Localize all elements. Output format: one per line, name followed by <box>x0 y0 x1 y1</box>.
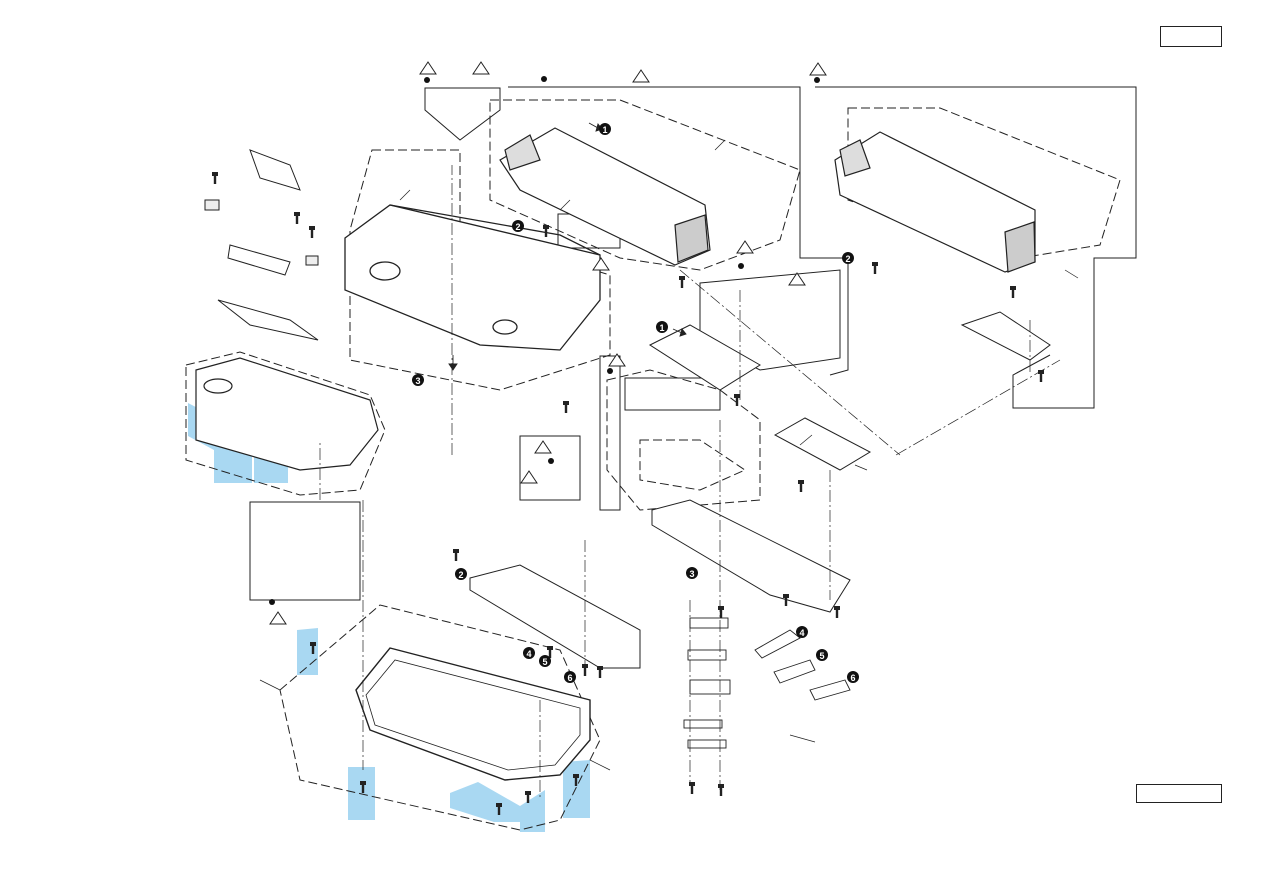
svg-text:2: 2 <box>515 222 520 232</box>
svg-text:5: 5 <box>542 657 547 667</box>
svg-text:3: 3 <box>415 376 420 386</box>
callout-6a: 6 <box>564 671 576 683</box>
svg-text:6: 6 <box>850 673 855 683</box>
svg-text:5: 5 <box>819 651 824 661</box>
bottom-cover <box>356 648 590 780</box>
callout-1a: 1 <box>599 123 611 135</box>
callout-4b: 4 <box>796 626 808 638</box>
svg-text:6: 6 <box>567 673 572 683</box>
callout-2c: 2 <box>455 568 467 580</box>
screw-icons <box>212 172 1044 815</box>
flex-cables <box>684 618 850 748</box>
hinge-assembly <box>205 150 318 340</box>
callout-3b: 3 <box>686 567 698 579</box>
callout-4a: 4 <box>523 647 535 659</box>
callout-6b: 6 <box>847 671 859 683</box>
callout-2b: 2 <box>842 252 854 264</box>
top-cover <box>345 205 600 350</box>
svg-text:2: 2 <box>845 254 850 264</box>
callout-2a: 2 <box>512 220 524 232</box>
callout-5b: 5 <box>816 649 828 661</box>
svg-text:1: 1 <box>659 323 664 333</box>
svg-text:2: 2 <box>458 570 463 580</box>
callout-3a: 3 <box>412 374 424 386</box>
svg-text:4: 4 <box>799 628 804 638</box>
speaker-unit-right <box>835 132 1035 272</box>
callout-5a: 5 <box>539 655 551 667</box>
callout-1b: 1 <box>656 321 668 333</box>
svg-text:3: 3 <box>689 569 694 579</box>
svg-text:4: 4 <box>526 649 531 659</box>
svg-text:1: 1 <box>602 125 607 135</box>
